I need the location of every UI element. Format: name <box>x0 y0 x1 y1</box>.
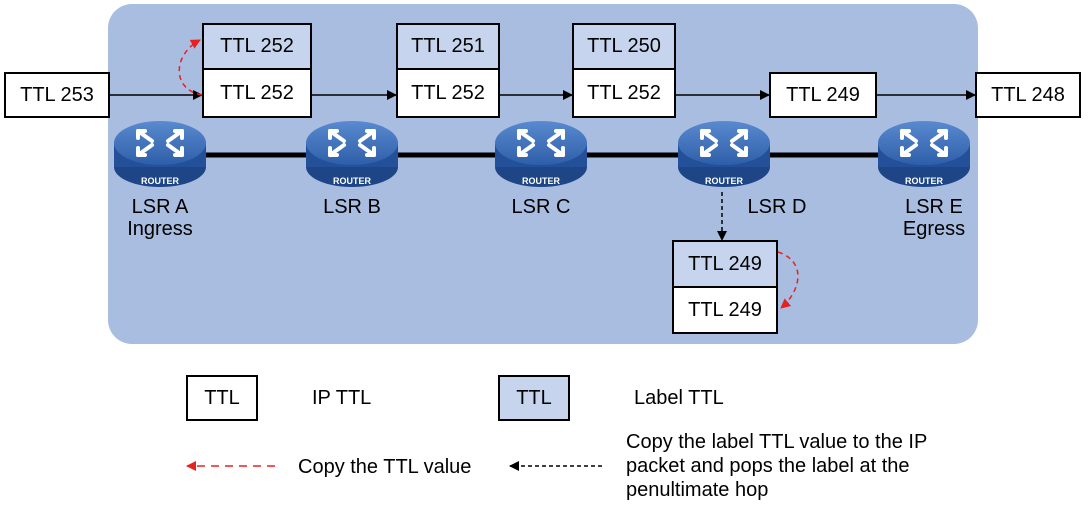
lsr-b-label-ttl: TTL 251 <box>396 23 500 70</box>
legend-ip-box-text: TTL <box>204 386 240 409</box>
router-label-lsr-e: LSR E Egress <box>874 196 994 240</box>
router-icon: ROUTER <box>304 119 400 189</box>
router-name: LSR A <box>131 196 189 218</box>
lsr-d-ip-ttl: TTL 249 <box>769 72 877 118</box>
ttl-value: TTL 249 <box>688 298 762 321</box>
copy-arrow-ingress <box>178 39 203 96</box>
ttl-value: TTL 253 <box>20 83 94 106</box>
legend-php-line: packet and pops the label at the <box>626 455 910 477</box>
php-ip-ttl: TTL 249 <box>672 286 778 334</box>
router-icon: ROUTER <box>493 119 589 189</box>
ttl-value: TTL 252 <box>411 81 485 104</box>
ttl-value: TTL 249 <box>688 252 762 275</box>
ingress-ip-packet: TTL 253 <box>4 72 110 118</box>
ttl-value: TTL 249 <box>786 83 860 106</box>
router-label-lsr-b: LSR B <box>292 196 412 218</box>
copy-arrow-php <box>777 251 799 309</box>
egress-ip-packet: TTL 248 <box>975 72 1081 118</box>
ttl-value: TTL 248 <box>991 83 1065 106</box>
router-name: LSR B <box>323 196 381 218</box>
router-icon: ROUTER <box>112 119 208 189</box>
legend-php-line: Copy the label TTL value to the IP <box>626 431 928 453</box>
ttl-value: TTL 251 <box>411 35 485 57</box>
router-role: Egress <box>902 218 966 240</box>
lsr-c-label-ttl: TTL 250 <box>572 23 676 70</box>
legend-php-desc: Copy the label TTL value to the IP packe… <box>626 430 927 502</box>
legend-label-box: TTL <box>498 375 570 421</box>
svg-text:ROUTER: ROUTER <box>905 176 944 186</box>
legend-label-desc: Label TTL <box>634 387 724 409</box>
router-label-lsr-c: LSR C <box>481 196 601 218</box>
legend-copy-desc: Copy the TTL value <box>298 456 472 478</box>
legend-php-line: penultimate hop <box>626 479 769 501</box>
legend-ip-box: TTL <box>186 375 258 421</box>
ttl-value: TTL 252 <box>220 35 294 57</box>
router-icon: ROUTER <box>676 119 772 189</box>
svg-text:ROUTER: ROUTER <box>141 176 180 186</box>
lsr-c-ip-ttl: TTL 252 <box>572 68 676 118</box>
lsr-a-ip-ttl: TTL 252 <box>202 68 312 118</box>
ttl-value: TTL 252 <box>587 81 661 104</box>
router-label-lsr-d: LSR D <box>717 196 837 218</box>
ttl-value: TTL 250 <box>587 35 661 57</box>
php-label-ttl: TTL 249 <box>672 240 778 288</box>
svg-text:ROUTER: ROUTER <box>333 176 372 186</box>
lsr-b-ip-ttl: TTL 252 <box>396 68 500 118</box>
legend-label-box-text: TTL <box>516 386 552 409</box>
lsr-a-label-ttl: TTL 252 <box>202 23 312 70</box>
router-label-lsr-a: LSR A Ingress <box>100 196 220 240</box>
router-role: Ingress <box>127 218 193 240</box>
router-name: LSR D <box>747 196 807 218</box>
router-icon: ROUTER <box>876 119 972 189</box>
svg-text:ROUTER: ROUTER <box>522 176 561 186</box>
router-name: LSR E <box>905 196 963 218</box>
router-name: LSR C <box>511 196 571 218</box>
svg-text:ROUTER: ROUTER <box>705 176 744 186</box>
legend-ip-desc: IP TTL <box>312 387 372 409</box>
ttl-value: TTL 252 <box>220 81 294 104</box>
